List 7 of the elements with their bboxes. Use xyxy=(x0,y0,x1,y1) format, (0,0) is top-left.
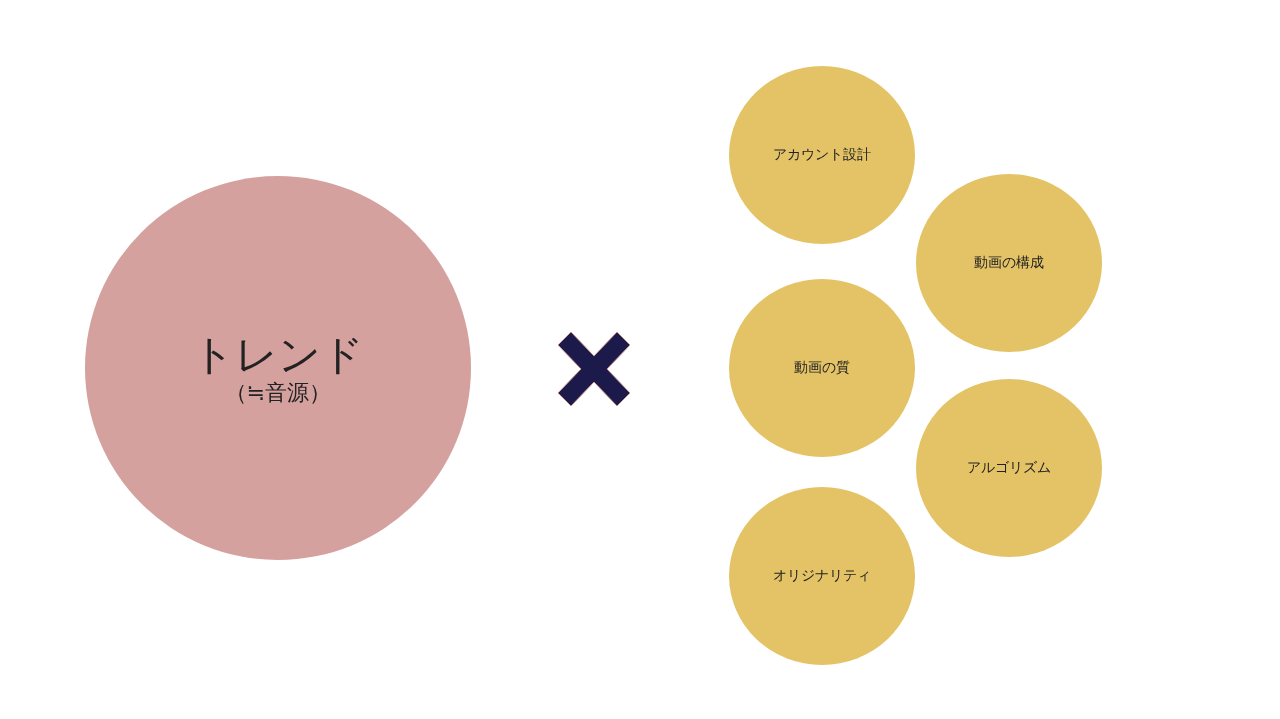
circle-label: 動画の質 xyxy=(794,359,850,377)
title-label: トレンド xyxy=(192,330,364,380)
circle-label: 動画の構成 xyxy=(974,254,1044,272)
subtitle-label: （≒音源） xyxy=(224,380,332,406)
circle-label: アルゴリズム xyxy=(967,459,1051,477)
circle-label: オリジナリティ xyxy=(773,567,871,585)
circle-label: アカウント設計 xyxy=(773,146,871,164)
